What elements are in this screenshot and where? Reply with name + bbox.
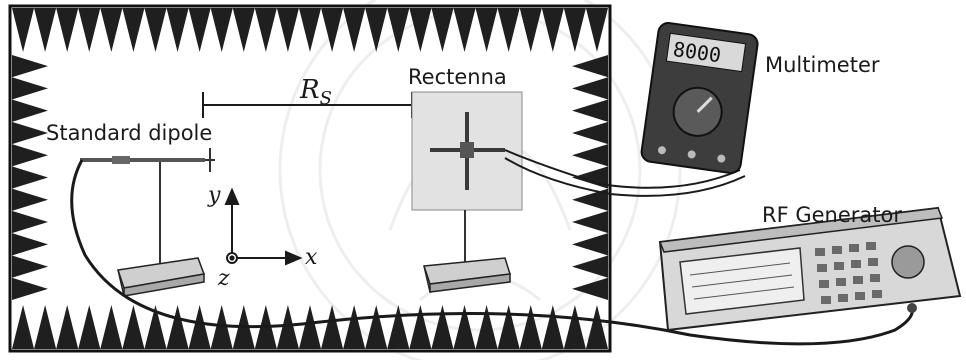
absorber-cone bbox=[12, 166, 48, 188]
absorber-cone bbox=[277, 8, 299, 52]
absorber-cone bbox=[34, 305, 56, 349]
absorber-cone bbox=[12, 100, 48, 122]
absorber-cone bbox=[167, 305, 189, 349]
left-absorber-wall bbox=[12, 55, 48, 300]
absorber-cone bbox=[56, 8, 78, 52]
absorber-cone bbox=[211, 8, 233, 52]
absorber-cone bbox=[520, 8, 542, 52]
absorber-cone bbox=[255, 8, 277, 52]
distance-label: RS bbox=[299, 75, 332, 109]
dipole-base bbox=[118, 258, 204, 296]
rectenna-device bbox=[412, 92, 522, 292]
absorber-cone bbox=[572, 122, 608, 144]
absorber-cone bbox=[100, 305, 122, 349]
rectenna-label: Rectenna bbox=[408, 65, 507, 89]
absorber-cone bbox=[12, 305, 34, 349]
absorber-cone bbox=[299, 8, 321, 52]
axis-y-label: y bbox=[207, 183, 221, 208]
absorber-cone bbox=[12, 211, 48, 233]
rf-generator-knob bbox=[892, 246, 924, 278]
absorber-cone bbox=[189, 305, 211, 349]
absorber-cone bbox=[343, 8, 365, 52]
absorber-cone bbox=[572, 77, 608, 99]
distance-symbol: R bbox=[299, 75, 320, 105]
standard-dipole-label: Standard dipole bbox=[46, 121, 212, 145]
absorber-cone bbox=[572, 233, 608, 255]
absorber-cone bbox=[12, 55, 48, 77]
axis-z-label: z bbox=[217, 266, 230, 291]
absorber-cone bbox=[520, 305, 542, 349]
absorber-cone bbox=[572, 211, 608, 233]
absorber-cone bbox=[572, 100, 608, 122]
absorber-cone bbox=[343, 305, 365, 349]
absorber-cone bbox=[122, 305, 144, 349]
absorber-cone bbox=[431, 8, 453, 52]
absorber-cone bbox=[476, 305, 498, 349]
absorber-cone bbox=[542, 305, 564, 349]
absorber-cone bbox=[122, 8, 144, 52]
absorber-cone bbox=[572, 55, 608, 77]
absorber-cone bbox=[387, 8, 409, 52]
absorber-cone bbox=[542, 8, 564, 52]
absorber-cone bbox=[144, 8, 166, 52]
absorber-cone bbox=[564, 305, 586, 349]
absorber-cone bbox=[189, 8, 211, 52]
absorber-cone bbox=[572, 255, 608, 277]
absorber-cone bbox=[12, 255, 48, 277]
rectenna-base bbox=[424, 258, 510, 292]
absorber-cone bbox=[365, 305, 387, 349]
absorber-cone bbox=[78, 8, 100, 52]
absorber-cone bbox=[100, 8, 122, 52]
rf-generator-label: RF Generator bbox=[762, 203, 902, 227]
absorber-cone bbox=[586, 8, 608, 52]
absorber-cone bbox=[56, 305, 78, 349]
absorber-cone bbox=[299, 305, 321, 349]
absorber-cone bbox=[34, 8, 56, 52]
absorber-cone bbox=[12, 189, 48, 211]
multimeter-label: Multimeter bbox=[765, 53, 880, 77]
absorber-cone bbox=[365, 8, 387, 52]
absorber-cone bbox=[498, 8, 520, 52]
rf-output-connector bbox=[907, 303, 917, 313]
absorber-cone bbox=[12, 278, 48, 300]
absorber-cone bbox=[78, 305, 100, 349]
absorber-cone bbox=[409, 305, 431, 349]
absorber-cone bbox=[167, 8, 189, 52]
axis-x-label: x bbox=[305, 245, 318, 270]
absorber-cone bbox=[453, 8, 475, 52]
absorber-cone bbox=[12, 144, 48, 166]
absorber-cone bbox=[572, 144, 608, 166]
multimeter-device: 8000 bbox=[640, 22, 759, 175]
absorber-cone bbox=[12, 77, 48, 99]
distance-subscript: S bbox=[320, 88, 332, 109]
absorber-cone bbox=[233, 8, 255, 52]
absorber-cone bbox=[12, 8, 34, 52]
absorber-cone bbox=[12, 122, 48, 144]
absorber-cone bbox=[12, 233, 48, 255]
absorber-cone bbox=[409, 8, 431, 52]
absorber-cone bbox=[476, 8, 498, 52]
bottom-absorber-wall bbox=[12, 305, 608, 349]
